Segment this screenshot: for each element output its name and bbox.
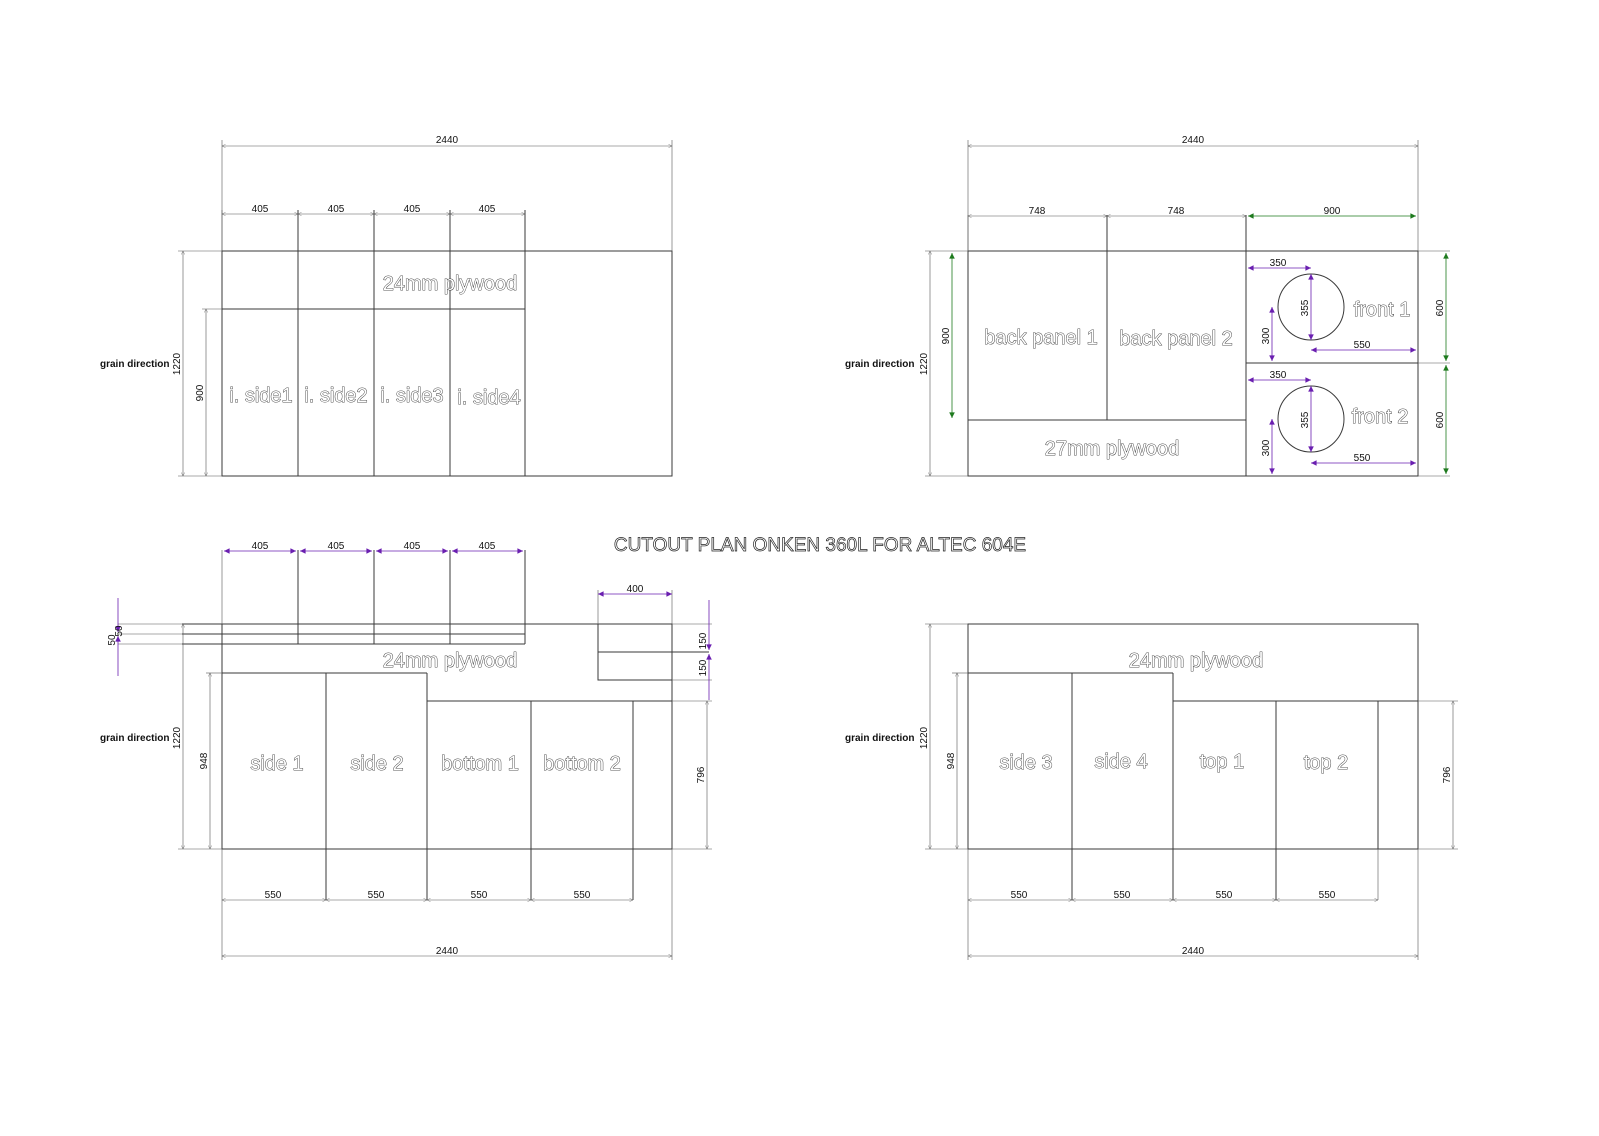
part-label: bottom 1 [441, 753, 519, 775]
short-panel-value: 796 [1442, 766, 1453, 783]
strip-dimension: 50 [107, 634, 118, 646]
width-value: 2440 [1182, 135, 1205, 146]
part-label: side 1 [250, 753, 303, 775]
sheet-outline [967, 623, 1419, 850]
column-dimension: 748 [1029, 206, 1046, 217]
svg-text:355: 355 [1300, 299, 1311, 316]
column-dimension: 550 [1114, 890, 1131, 901]
width-value: 2440 [436, 946, 459, 957]
front-height-value: 600 [1435, 411, 1446, 428]
column-dimension: 405 [328, 204, 345, 215]
material-label: 24mm plywood [383, 273, 518, 295]
grain-direction-label: grain direction [845, 359, 914, 370]
sheet-top-left: 2440 405 405 405 405 1220 900 grain dire… [100, 135, 673, 477]
svg-text:300: 300 [1261, 327, 1272, 344]
sheet-outline [221, 250, 673, 477]
part-label: front 2 [1352, 406, 1409, 428]
column-dimension: 748 [1168, 206, 1185, 217]
svg-text:300: 300 [1261, 439, 1272, 456]
part-label: i. side4 [457, 387, 520, 409]
column-dimension: 550 [1011, 890, 1028, 901]
part-label: i. side2 [304, 385, 367, 407]
svg-text:350: 350 [1270, 370, 1287, 381]
column-dimension: 550 [368, 890, 385, 901]
strip-dimension: 50 [114, 625, 125, 637]
small-piece-width: 400 [627, 584, 644, 595]
column-dimension: 405 [252, 204, 269, 215]
svg-text:150: 150 [698, 659, 709, 676]
strip-height-value: 900 [195, 384, 206, 401]
part-label: bottom 2 [543, 753, 621, 775]
part-label: side 4 [1094, 751, 1147, 773]
part-label: i. side3 [380, 385, 443, 407]
grain-direction-label: grain direction [845, 733, 914, 744]
part-label: side 2 [350, 753, 403, 775]
short-panel-value: 796 [696, 766, 707, 783]
column-dimension: 550 [265, 890, 282, 901]
height-value: 1220 [919, 352, 930, 375]
sheet-bottom-right: 1220 948 796 grain direction 550 550 550… [845, 623, 1458, 960]
grain-direction-label: grain direction [100, 733, 169, 744]
column-dimension: 405 [252, 541, 269, 552]
svg-text:150: 150 [698, 632, 709, 649]
tall-panel-value: 948 [199, 752, 210, 769]
column-dimension: 405 [404, 204, 421, 215]
material-label: 24mm plywood [1129, 650, 1264, 672]
height-value: 1220 [172, 726, 183, 749]
column-dimension: 550 [1216, 890, 1233, 901]
part-label: top 2 [1304, 752, 1348, 774]
height-value: 1220 [919, 726, 930, 749]
part-label: front 1 [1354, 299, 1411, 321]
part-label: top 1 [1200, 751, 1244, 773]
front-height-value: 600 [1435, 299, 1446, 316]
column-dimension: 405 [404, 541, 421, 552]
tall-panel-value: 948 [946, 752, 957, 769]
front-width-value: 900 [1324, 206, 1341, 217]
svg-text:355: 355 [1300, 411, 1311, 428]
sheet-bottom-left: 400 150 150 405 405 405 405 50 50 [100, 541, 712, 960]
column-dimension: 405 [479, 204, 496, 215]
svg-text:550: 550 [1354, 340, 1371, 351]
part-label: i. side1 [229, 385, 292, 407]
panel-height-value: 900 [941, 327, 952, 344]
part-label: back panel 1 [984, 327, 1097, 349]
part-label: back panel 2 [1119, 328, 1232, 350]
column-dimension: 550 [471, 890, 488, 901]
svg-text:550: 550 [1354, 453, 1371, 464]
svg-text:350: 350 [1270, 258, 1287, 269]
material-label: 24mm plywood [383, 650, 518, 672]
column-dimension: 550 [1319, 890, 1336, 901]
material-label: 27mm plywood [1045, 438, 1180, 460]
width-value: 2440 [1182, 946, 1205, 957]
sheet-top-right: 2440 748 748 900 1220 900 grain directio… [845, 135, 1450, 477]
width-value: 2440 [436, 135, 459, 146]
plan-title: CUTOUT PLAN ONKEN 360L FOR ALTEC 604E [614, 535, 1026, 556]
part-label: side 3 [999, 752, 1052, 774]
height-value: 1220 [172, 352, 183, 375]
column-dimension: 550 [574, 890, 591, 901]
grain-direction-label: grain direction [100, 359, 169, 370]
column-dimension: 405 [479, 541, 496, 552]
column-dimension: 405 [328, 541, 345, 552]
